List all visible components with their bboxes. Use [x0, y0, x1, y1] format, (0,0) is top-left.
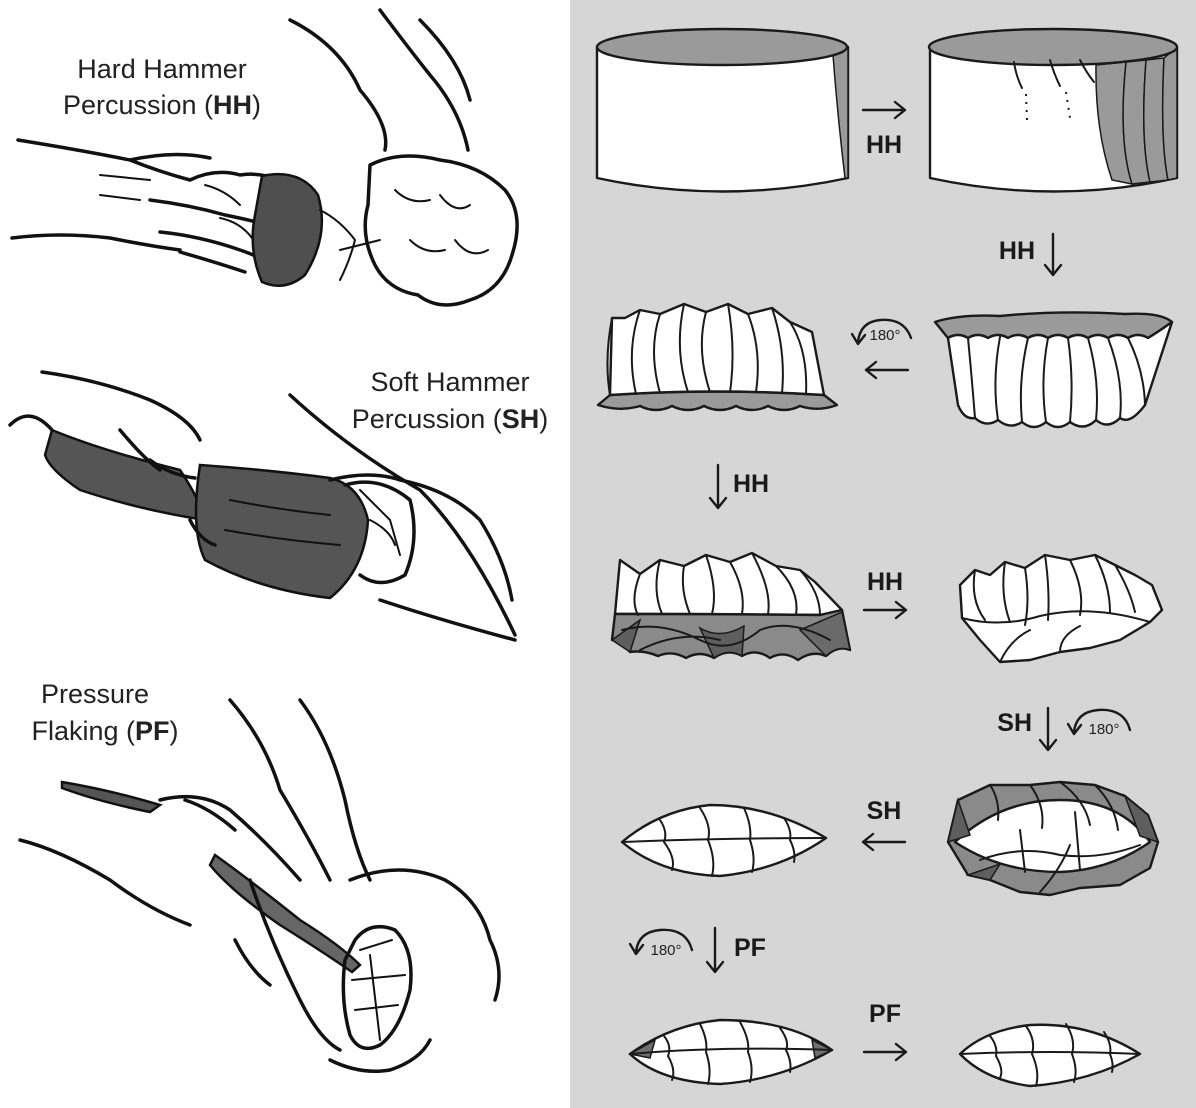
arrow-step-4: HH: [864, 568, 906, 618]
technique-pf-title-line1: Pressure: [41, 679, 149, 709]
stage-7-soft-hammer-thinned: [948, 782, 1158, 895]
rotation-label-2: 180°: [1088, 721, 1119, 738]
technique-hh-title-line2: Percussion (HH): [63, 90, 261, 120]
step-label-5: SH: [997, 709, 1032, 737]
arrow-step-1: HH: [863, 102, 905, 159]
rotation-label-3: 180°: [650, 942, 681, 959]
step-label-2: HH: [999, 237, 1035, 265]
arrow-step-6: SH: [863, 797, 905, 850]
rotation-label-1: 180°: [869, 327, 900, 344]
technique-sh-title-line1: Soft Hammer: [370, 367, 529, 397]
step-label-3: HH: [733, 470, 769, 498]
step-label-4: HH: [867, 568, 903, 596]
stage-2-cylinder-flaked: [929, 29, 1177, 192]
technique-hh-title-line1: Hard Hammer: [77, 54, 247, 84]
pressure-flaking-illustration: [20, 700, 499, 1071]
step-label-6: SH: [867, 797, 902, 825]
step-label-1: HH: [866, 131, 902, 159]
step-label-8: PF: [869, 1000, 901, 1028]
technique-sh-title-line2: Percussion (SH): [352, 404, 549, 434]
stage-1-cylinder: [597, 29, 848, 192]
stage-3-flaked-block: [935, 312, 1172, 427]
technique-pf-title-line2: Flaking (PF): [31, 716, 178, 746]
step-label-7: PF: [734, 934, 766, 962]
